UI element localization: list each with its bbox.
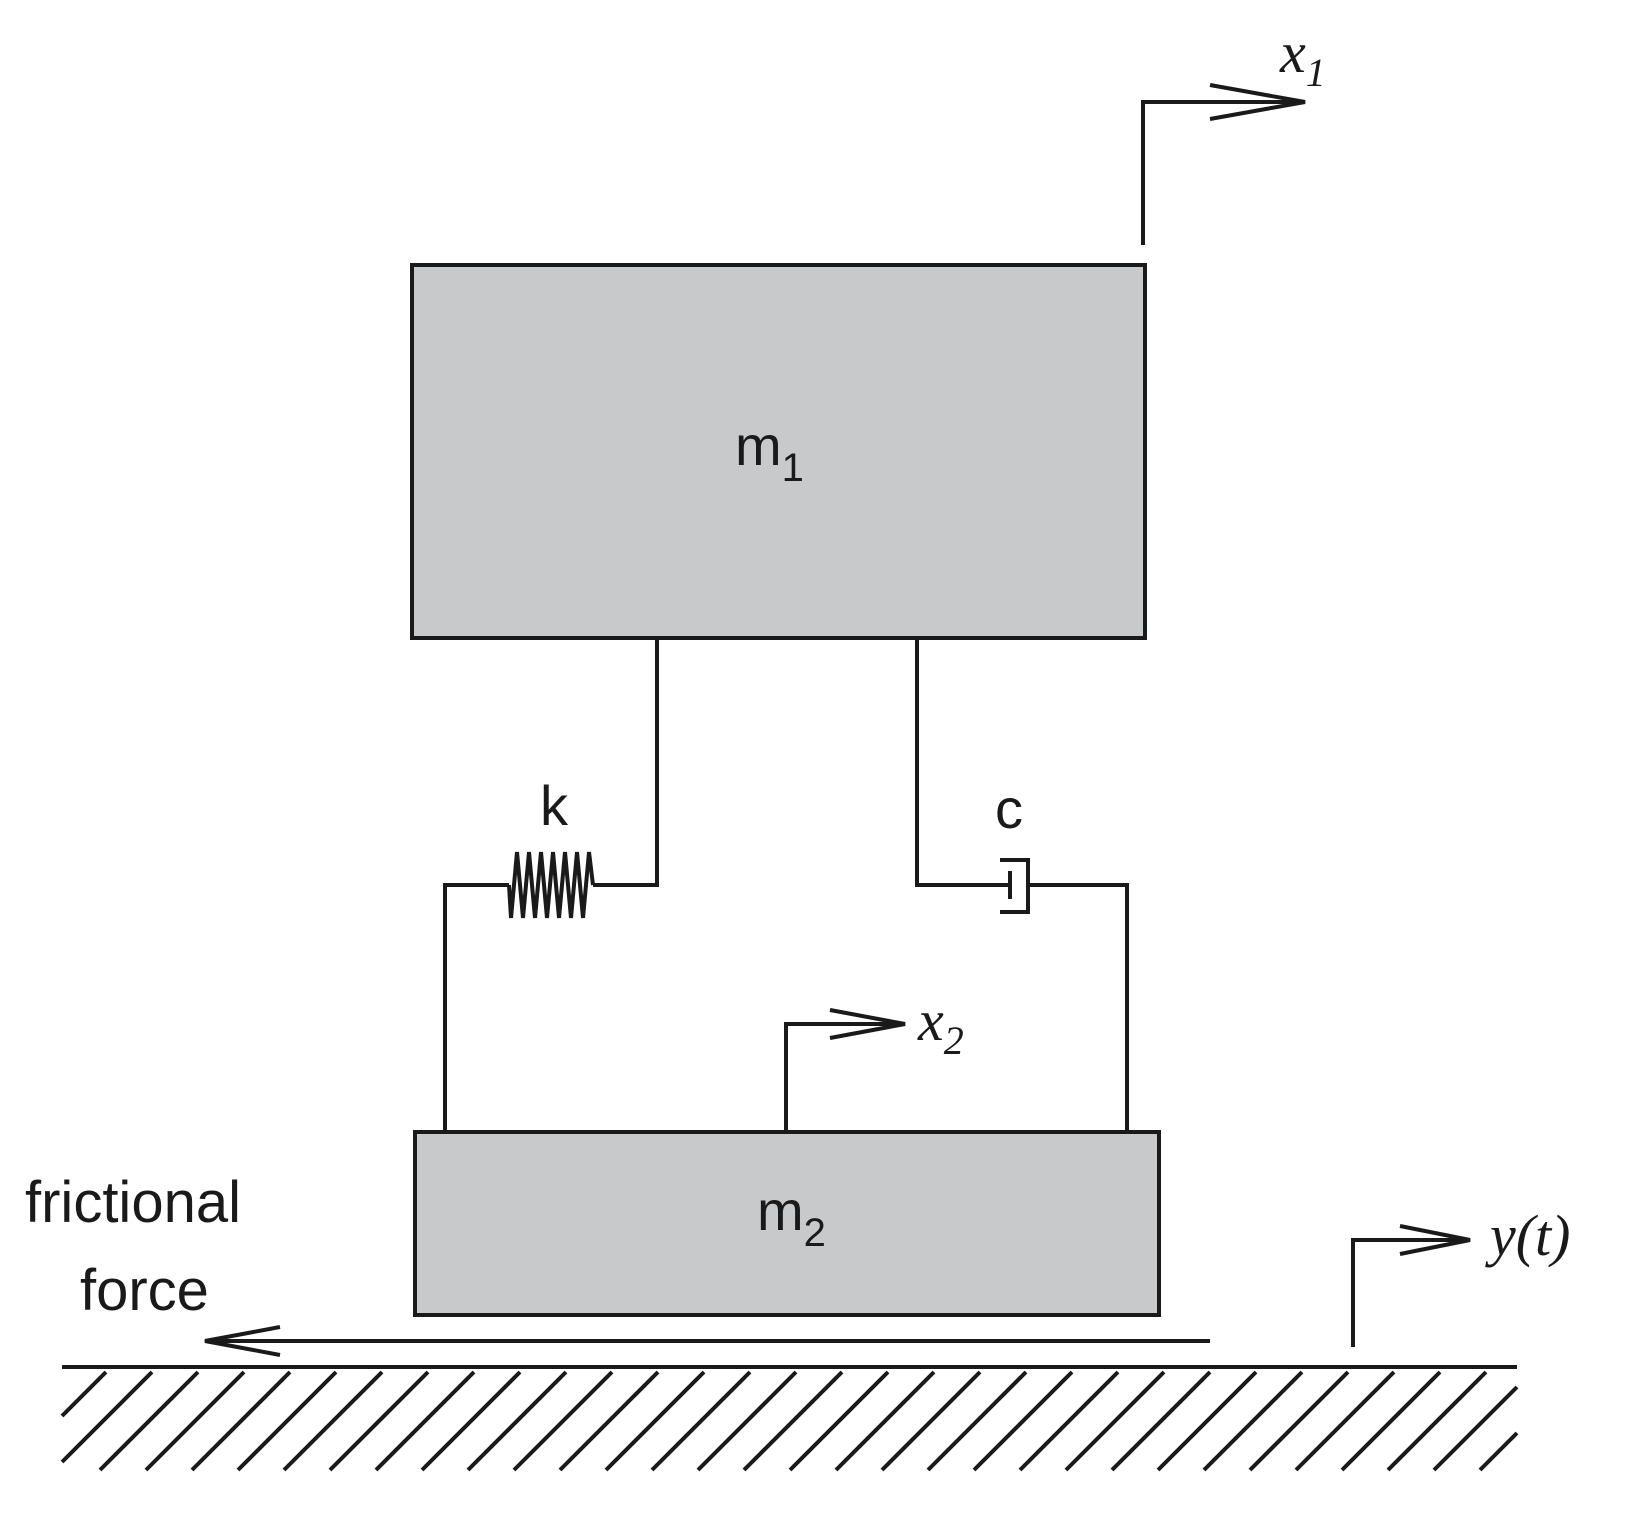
ground-hatch-line (1018, 1370, 1120, 1472)
x1-base: x (1279, 20, 1306, 85)
friction-arrow-head (204, 1325, 281, 1357)
spring-lower-wire (443, 883, 509, 1132)
friction-label-line2: force (80, 1258, 209, 1323)
mass-m1-block (410, 263, 1147, 640)
ground-hatch-line (1432, 1385, 1519, 1472)
ground-hatch-line (880, 1370, 982, 1472)
ground-hatch-line (1202, 1370, 1304, 1472)
friction-label-line1: frictional (25, 1170, 241, 1235)
ground-hatch-line (512, 1370, 614, 1472)
spring-label-k: k (540, 774, 569, 837)
ground-hatch-line (1294, 1370, 1396, 1472)
ground-hatch-line (1478, 1431, 1519, 1472)
ground-hatch-line (1156, 1370, 1258, 1472)
ground-hatch-line (650, 1370, 752, 1472)
mass-m1-label: m1 (735, 414, 804, 490)
ground-hatch-line (420, 1370, 522, 1472)
y-arrow-head (1399, 1224, 1471, 1256)
ground-hatching (60, 1370, 1519, 1472)
y-arrow-shaft (1351, 1238, 1470, 1347)
ground-hatch-line (236, 1370, 338, 1472)
x2-label: x2 (917, 988, 964, 1063)
x2-subscript: 2 (944, 1018, 964, 1063)
ground-hatch-line (972, 1370, 1074, 1472)
ground-hatch-line (60, 1370, 154, 1464)
x1-arrow-head (1209, 83, 1306, 121)
ground-hatch-line (1110, 1370, 1212, 1472)
ground-hatch-line (1064, 1370, 1166, 1472)
ground-hatch-line (742, 1370, 844, 1472)
mass-m2-block (413, 1130, 1161, 1317)
mass-m1-base: m (735, 414, 782, 477)
ground-hatch-line (282, 1370, 384, 1472)
damper-label-c: c (995, 777, 1023, 840)
ground-hatch-line (1386, 1370, 1488, 1472)
mass-m2-label: m2 (757, 1179, 826, 1255)
x1-label: x1 (1279, 20, 1326, 95)
mass-m2-base: m (757, 1179, 804, 1242)
ground-hatch-line (604, 1370, 706, 1472)
ground-hatch-line (1340, 1370, 1442, 1472)
mass-m1-subscript: 1 (782, 446, 804, 490)
ground-hatch-line (1248, 1370, 1350, 1472)
ground-hatch-line (374, 1370, 476, 1472)
ground-hatch-line (144, 1370, 246, 1472)
ground-hatch-line (834, 1370, 936, 1472)
ground-hatch-line (98, 1370, 200, 1472)
x2-arrow-shaft (784, 1022, 905, 1132)
y-label: y(t) (1485, 1203, 1571, 1268)
x2-base: x (917, 988, 944, 1053)
x1-subscript: 1 (1306, 50, 1326, 95)
ground-hatch-line (466, 1370, 568, 1472)
ground-hatch-line (60, 1370, 108, 1418)
ground-hatch-line (788, 1370, 890, 1472)
spring-upper-wire (593, 638, 659, 887)
ground-hatch-line (558, 1370, 660, 1472)
ground-hatch-line (696, 1370, 798, 1472)
ground-hatch-line (926, 1370, 1028, 1472)
ground-hatch-line (190, 1370, 292, 1472)
spring-coil (507, 851, 595, 919)
mass-m2-subscript: 2 (804, 1211, 826, 1255)
damper-upper-wire (915, 638, 1010, 887)
x1-arrow-shaft (1141, 100, 1305, 245)
x2-arrow-head (829, 1008, 906, 1040)
damper-lower-wire (1028, 883, 1129, 1132)
ground-hatch-line (328, 1370, 430, 1472)
